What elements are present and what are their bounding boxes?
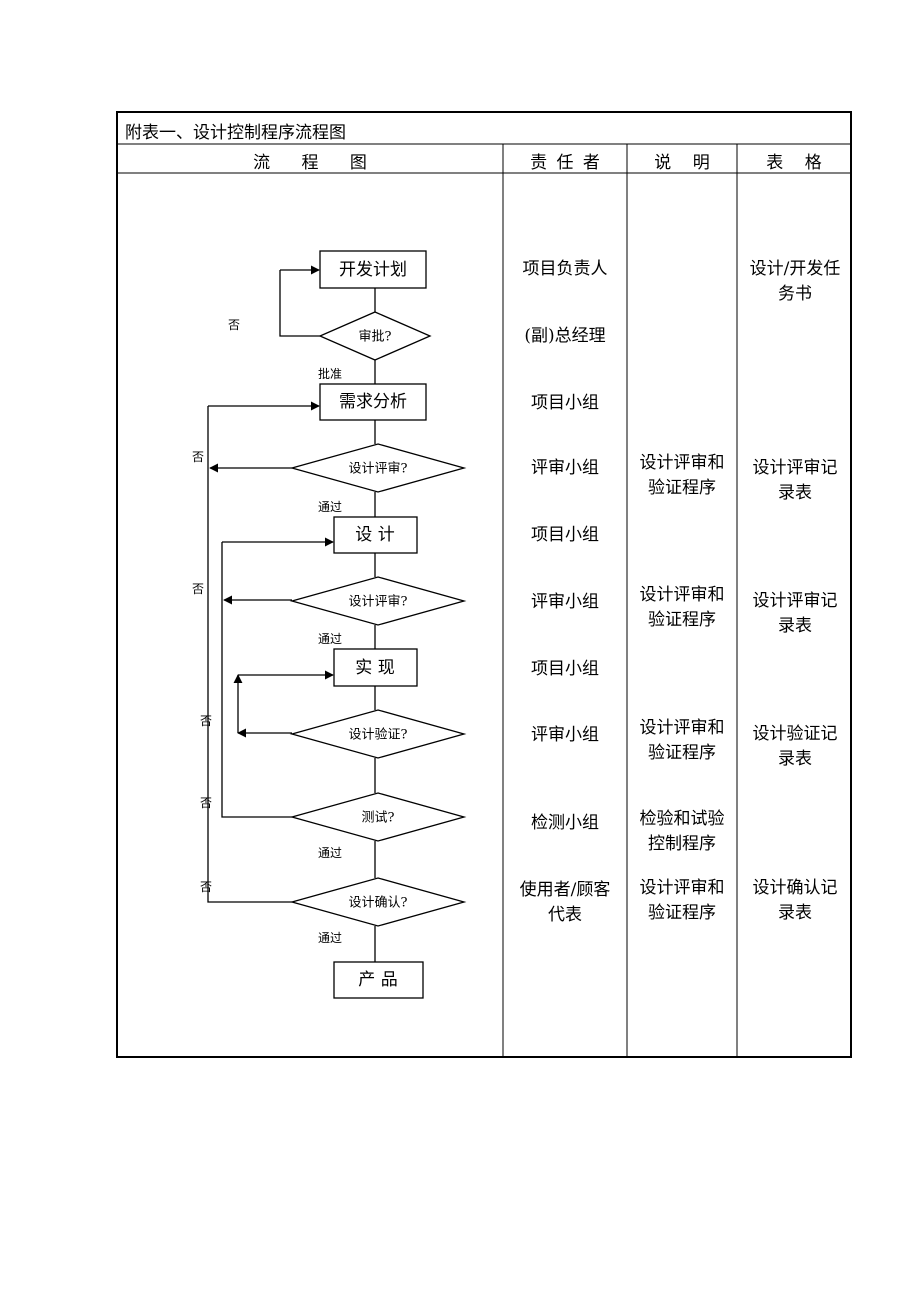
node-implement — [333, 648, 418, 687]
header-owner: 责 任 者 — [530, 153, 600, 173]
owner-cell: 项目小组 — [531, 659, 599, 679]
node-product — [333, 961, 424, 999]
node-product-label: 产 品 — [358, 970, 397, 990]
owner-cell: 评审小组 — [531, 458, 599, 478]
table-grid — [116, 111, 852, 1058]
node-design — [333, 516, 418, 554]
edge-label-no-confirm: 否 — [200, 880, 212, 894]
edge-label-pass-review-2: 通过 — [318, 632, 342, 646]
owner-cell: 项目小组 — [531, 393, 599, 413]
node-approve — [318, 311, 432, 361]
flow-connectors — [207, 265, 376, 962]
node-test-label: 测试? — [362, 811, 395, 826]
node-analysis — [319, 383, 427, 421]
node-design-label: 设 计 — [355, 525, 394, 545]
edge-label-no-test: 否 — [200, 796, 212, 810]
note-cell: 设计评审和验证程序 — [639, 718, 725, 763]
edge-label-no-review-2: 否 — [192, 582, 204, 596]
owner-cell: 评审小组 — [531, 725, 599, 745]
table-caption: 附表一、设计控制程序流程图 — [125, 123, 346, 143]
owner-cell: 检测小组 — [531, 813, 599, 833]
edge-label-pass-test: 通过 — [318, 846, 342, 860]
header-note: 说 明 — [654, 153, 710, 173]
edge-label-pass-confirm: 通过 — [318, 931, 342, 945]
form-cell: 设计验证记录表 — [752, 724, 838, 769]
note-cell: 设计评审和验证程序 — [639, 585, 725, 630]
node-plan-label: 开发计划 — [339, 260, 407, 280]
node-design-review — [289, 443, 467, 493]
node-confirm-label: 设计确认? — [349, 896, 408, 911]
form-cell: 设计评审记录表 — [752, 591, 838, 636]
node-test — [289, 792, 467, 842]
node-design-review-2 — [289, 576, 467, 626]
header-form: 表 格 — [766, 153, 822, 173]
edge-label-no-approve: 否 — [228, 318, 240, 332]
edge-label-no-review: 否 — [192, 450, 204, 464]
node-verify — [289, 709, 467, 759]
owner-cell: 项目负责人 — [522, 259, 608, 279]
owner-cell: 评审小组 — [531, 592, 599, 612]
node-confirm — [289, 877, 467, 927]
owner-cell: 项目小组 — [531, 525, 599, 545]
note-cell: 检验和试验控制程序 — [639, 809, 725, 854]
node-analysis-label: 需求分析 — [339, 392, 407, 412]
node-design-review-label: 设计评审? — [349, 462, 408, 477]
owner-cell: 使用者/顾客代表 — [519, 880, 611, 925]
edge-label-approved: 批准 — [318, 366, 342, 381]
node-plan — [319, 250, 427, 289]
owner-cell: (副)总经理 — [524, 326, 606, 346]
node-implement-label: 实 现 — [355, 658, 394, 678]
edge-label-no-verify: 否 — [200, 714, 212, 728]
header-flow: 流 程 图 — [253, 153, 367, 173]
node-design-review-2-label: 设计评审? — [349, 595, 408, 610]
node-verify-label: 设计验证? — [349, 727, 408, 743]
node-approve-label: 审批? — [359, 330, 392, 345]
note-cell: 设计评审和验证程序 — [639, 453, 725, 498]
form-cell: 设计评审记录表 — [752, 458, 838, 503]
note-cell: 设计评审和验证程序 — [639, 878, 725, 923]
edge-label-pass-review: 通过 — [318, 500, 342, 514]
form-cell: 设计/开发任务书 — [749, 259, 841, 304]
form-cell: 设计确认记录表 — [752, 878, 838, 923]
